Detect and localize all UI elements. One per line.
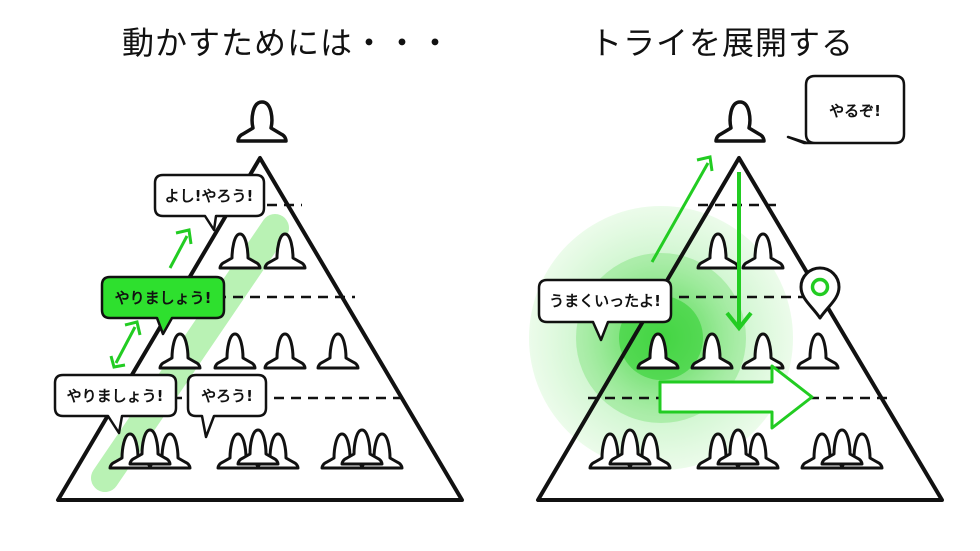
left-arrow-up-icon xyxy=(168,228,193,269)
right-title: トライを展開する xyxy=(590,24,855,62)
left-row2-person-icon-c xyxy=(263,332,307,370)
speech-bubble-yoshi-text: よし!やろう! xyxy=(165,187,254,205)
speech-bubble-yarou: やろう! xyxy=(186,373,268,439)
right-arrow-down-icon xyxy=(725,172,753,332)
left-row3-group-icon-b xyxy=(218,430,298,468)
left-row2-person-icon-d xyxy=(316,332,360,370)
speech-bubble-umaku: うまくいったよ! xyxy=(537,278,673,342)
right-top-person-icon xyxy=(714,100,766,143)
right-pyramid-outline xyxy=(536,156,944,502)
left-pyramid: よし!やろう! やりましょう! やりましょう! やろう! xyxy=(53,100,464,502)
speech-bubble-yarou-text: やろう! xyxy=(201,387,253,405)
left-row2-person-icon-b xyxy=(213,332,257,370)
right-arrow-expand-icon xyxy=(658,364,814,430)
left-row3-group-icon-c xyxy=(322,430,402,468)
left-arrow-bidirectional-icon xyxy=(109,320,142,369)
left-title: 動かすためには・・・ xyxy=(122,24,453,62)
speech-bubble-green: やりましょう! xyxy=(100,275,226,336)
speech-bubble-lower-left-text: やりましょう! xyxy=(67,387,164,405)
map-pin-icon xyxy=(799,266,841,320)
right-row3-group-icon-c xyxy=(802,430,882,468)
speech-bubble-lower-left: やりましょう! xyxy=(53,373,178,435)
speech-bubble-yaruzo: やるぞ! xyxy=(786,74,906,145)
speech-bubble-yaruzo-text: やるぞ! xyxy=(829,102,881,120)
speech-bubble-green-text: やりましょう! xyxy=(115,289,212,307)
left-pyramid-outline xyxy=(56,156,464,502)
speech-bubble-umaku-text: うまくいったよ! xyxy=(549,292,661,310)
right-pyramid: やるぞ! うまくいったよ! xyxy=(529,74,944,502)
right-arrow-up-icon xyxy=(650,155,714,263)
right-row2-person-icon-d xyxy=(796,332,840,370)
left-top-person-icon xyxy=(236,100,288,143)
speech-bubble-yoshi: よし!やろう! xyxy=(153,173,266,232)
